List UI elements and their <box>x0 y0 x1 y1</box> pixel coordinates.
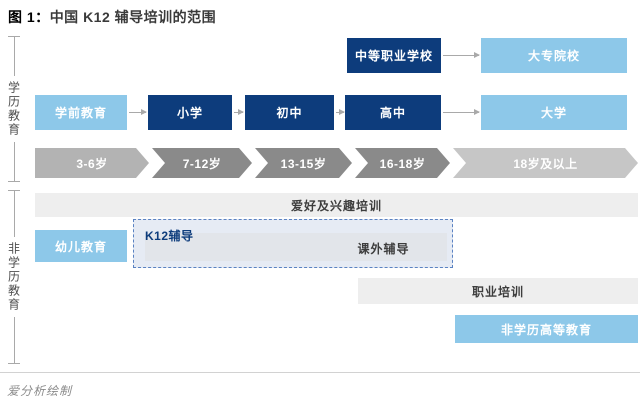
bracket-line <box>13 37 15 76</box>
arrow-vocational-to-college <box>443 52 480 58</box>
box-early-childhood-education: 幼儿教育 <box>35 230 127 262</box>
box-junior-high: 初中 <box>245 95 334 130</box>
k12-tutoring-dashed-box: K12辅导 课外辅导 <box>133 219 453 268</box>
age-chevron-16-18: 16-18岁 <box>355 148 450 178</box>
box-university: 大学 <box>481 95 627 130</box>
arrow-preschool-to-primary <box>129 109 147 115</box>
arrow-primary-to-junior <box>234 109 244 115</box>
degree-education-label: 学历教育 <box>6 81 21 137</box>
bar-hobby-interest-training: 爱好及兴趣培训 <box>35 193 638 217</box>
figure-number-label: 图 1： <box>8 9 50 25</box>
bracket-line <box>13 191 15 237</box>
after-school-tutoring-label: 课外辅导 <box>357 242 410 256</box>
arrow-junior-to-senior <box>336 109 345 115</box>
box-primary-school: 小学 <box>148 95 232 130</box>
k12-tutoring-label: K12辅导 <box>145 229 194 243</box>
footer-divider <box>0 372 640 373</box>
degree-education-bracket: 学历教育 <box>6 36 22 182</box>
box-college: 大专院校 <box>481 38 627 73</box>
age-chevron-7-12: 7-12岁 <box>152 148 252 178</box>
age-chevron-13-15: 13-15岁 <box>255 148 352 178</box>
non-degree-education-bracket: 非学历教育 <box>6 190 22 364</box>
figure-heading: 图 1：中国 K12 辅导培训的范围 <box>8 7 216 27</box>
bracket-line <box>13 142 15 181</box>
bar-non-degree-higher-education: 非学历高等教育 <box>455 315 638 343</box>
bracket-tick <box>8 181 20 182</box>
age-chevron-3-6: 3-6岁 <box>35 148 149 178</box>
bracket-tick <box>8 363 20 364</box>
arrow-senior-to-university <box>443 109 480 115</box>
bracket-line <box>13 317 15 363</box>
bar-vocational-training: 职业培训 <box>358 278 638 304</box>
age-chevron-18-plus: 18岁及以上 <box>453 148 638 178</box>
bracket-tick <box>8 190 20 191</box>
footer-credit: 爱分析绘制 <box>7 384 73 398</box>
non-degree-education-label: 非学历教育 <box>6 242 21 312</box>
box-vocational-school: 中等职业学校 <box>347 38 441 73</box>
bracket-tick <box>8 36 20 37</box>
figure-title: 中国 K12 辅导培训的范围 <box>49 9 217 25</box>
box-preschool-education: 学前教育 <box>35 95 127 130</box>
box-senior-high: 高中 <box>345 95 441 130</box>
bar-after-school-tutoring <box>145 233 447 261</box>
